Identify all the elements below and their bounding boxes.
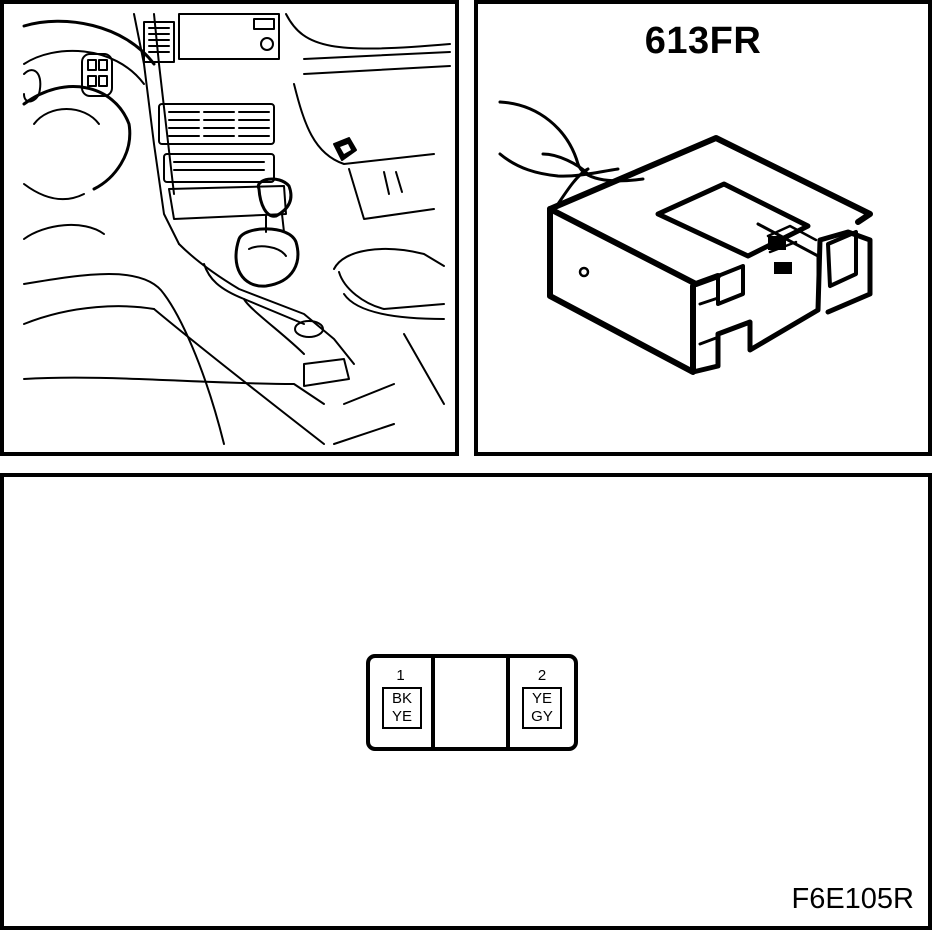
- wire-color: GY: [531, 708, 553, 725]
- empty-cavity: [435, 658, 510, 747]
- wire-color: YE: [391, 708, 412, 725]
- connector-code: 613FR: [644, 20, 762, 62]
- pinout-panel: 1 BK YE 2 YE GY F6E105R: [0, 473, 932, 930]
- connector-view-panel: 613FR: [474, 0, 932, 456]
- pin-cavity-2: 2 YE GY: [510, 658, 574, 747]
- wire-color: BK: [391, 690, 412, 707]
- pin-number: 1: [396, 667, 405, 684]
- pin-cavity-1: 1 BK YE: [370, 658, 435, 747]
- interior-location-panel: [0, 0, 459, 456]
- figure-id: F6E105R: [791, 883, 914, 915]
- wire-color-box: YE GY: [522, 687, 562, 729]
- wire-color: YE: [531, 690, 552, 707]
- connector-housing-illustration: [498, 100, 873, 375]
- connector-face: 1 BK YE 2 YE GY: [366, 654, 578, 751]
- car-interior-illustration: [22, 13, 451, 445]
- wire-color-box: BK YE: [382, 687, 422, 729]
- pin-number: 2: [537, 667, 547, 684]
